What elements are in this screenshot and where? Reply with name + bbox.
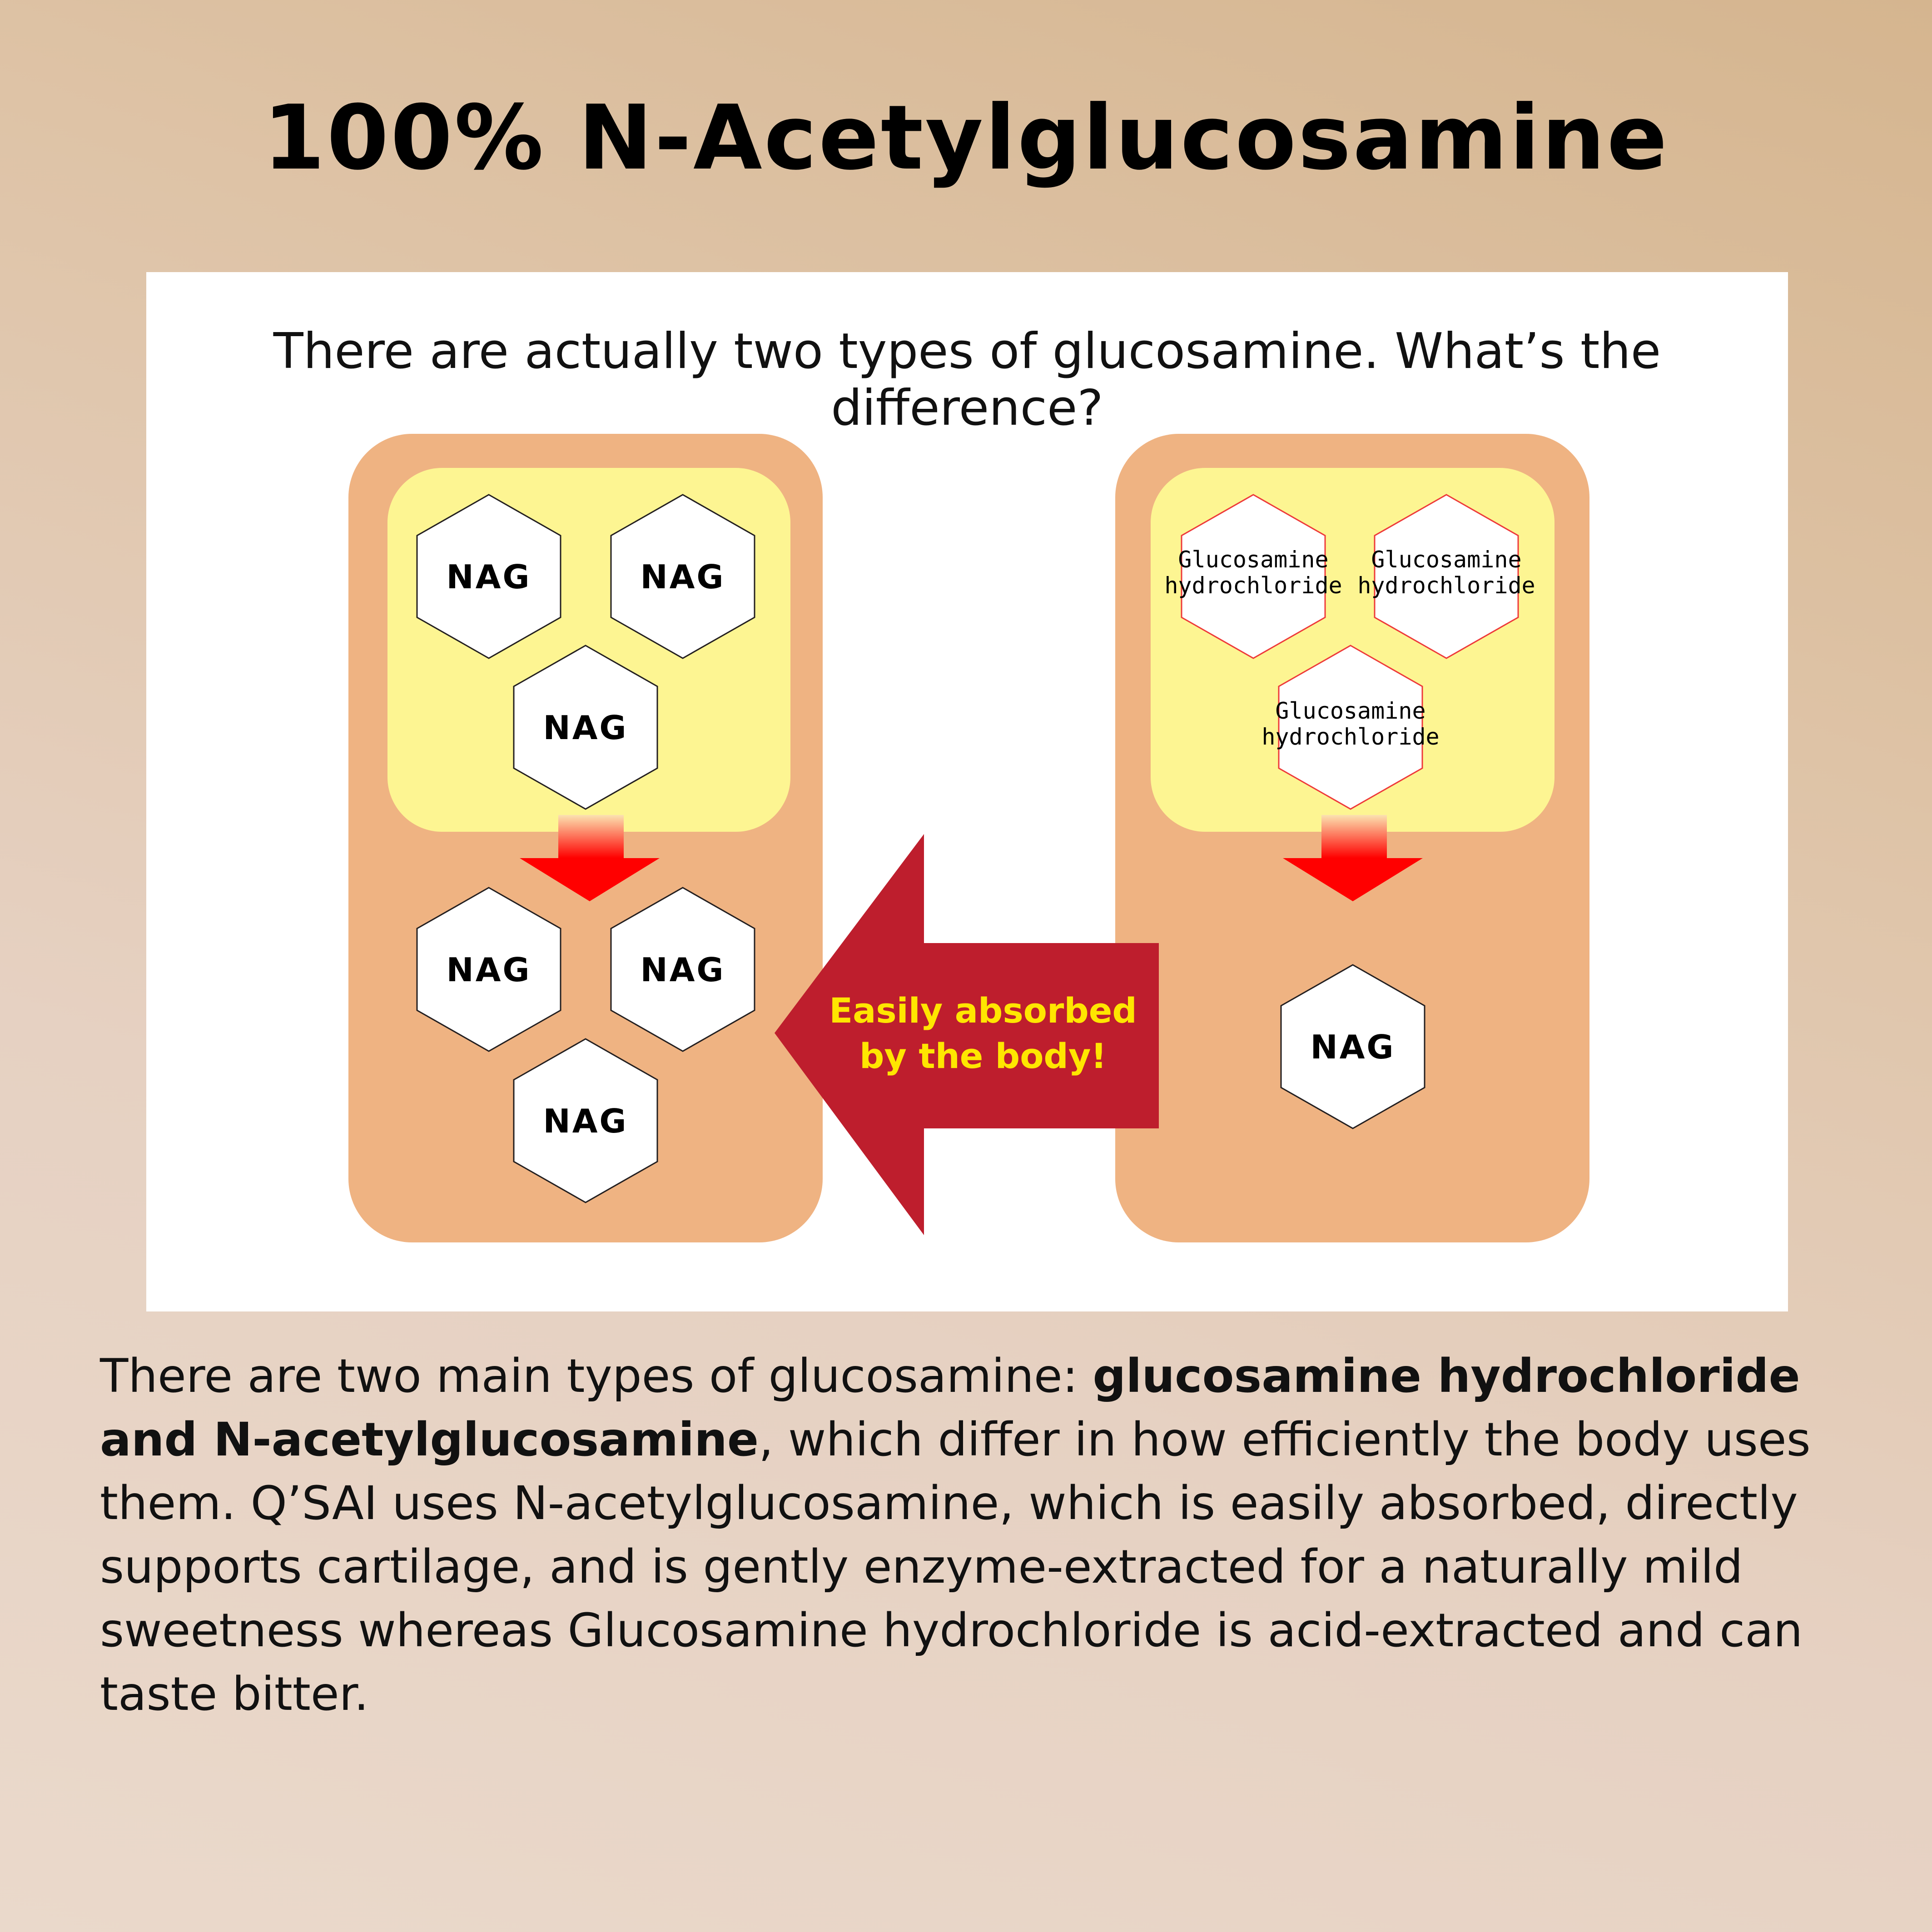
hydrochloride-hexagon: Glucosamine hydrochloride [1357, 494, 1535, 659]
hexagon-label: NAG [446, 558, 531, 596]
hexagon-label-line1: Glucosamine [1178, 546, 1328, 573]
red-down-arrow-icon [1283, 815, 1423, 901]
nag-hexagon: NAG [416, 494, 561, 659]
red-down-arrow-icon [520, 815, 660, 901]
hydrochloride-hexagon: Glucosamine hydrochloride [1262, 645, 1440, 810]
hexagon-label: NAG [543, 709, 628, 747]
hexagon-label: NAG [1310, 1028, 1395, 1066]
hexagon-label: NAG [543, 1102, 628, 1140]
page-title: 100% N-Acetylglucosamine [263, 86, 1669, 190]
hexagon-label: NAG [640, 951, 725, 989]
hexagon-label-line1: Glucosamine [1371, 546, 1521, 573]
question-text: There are actually two types of glucosam… [273, 323, 1661, 437]
description-intro: There are two main types of glucosamine: [100, 1349, 1093, 1403]
hexagon-label: NAG [640, 558, 725, 596]
big-left-arrow-icon: Easily absorbed by the body! [775, 834, 1159, 1235]
nag-hexagon: NAG [610, 887, 755, 1052]
description-bold: glucosamine hydrochloride and N-acetylgl… [100, 1349, 1800, 1467]
hexagon-label-line1: Glucosamine [1275, 698, 1425, 724]
arrow-callout-line2: by the body! [859, 1036, 1107, 1076]
hydrochloride-hexagon: Glucosamine hydrochloride [1164, 494, 1342, 659]
nag-hexagon: NAG [416, 887, 561, 1052]
nag-hexagon: NAG [513, 1038, 658, 1203]
hexagon-label-line2: hydrochloride [1164, 572, 1342, 599]
hexagon-label: NAG [446, 951, 531, 989]
hexagon-label-line2: hydrochloride [1357, 572, 1535, 599]
nag-hexagon: NAG [1280, 964, 1425, 1129]
comparison-panel: There are actually two types of glucosam… [146, 272, 1788, 1311]
hexagon-label-line2: hydrochloride [1262, 724, 1439, 750]
nag-hexagon: NAG [610, 494, 755, 659]
arrow-callout-line1: Easily absorbed [829, 990, 1137, 1031]
description-paragraph: There are two main types of glucosamine:… [100, 1345, 1835, 1726]
description-rest: , which differ in how efficiently the bo… [100, 1413, 1811, 1721]
nag-hexagon: NAG [513, 645, 658, 810]
glucosamine-diagram: Easily absorbed by the body! NAG NAG NAG… [348, 434, 1589, 1242]
